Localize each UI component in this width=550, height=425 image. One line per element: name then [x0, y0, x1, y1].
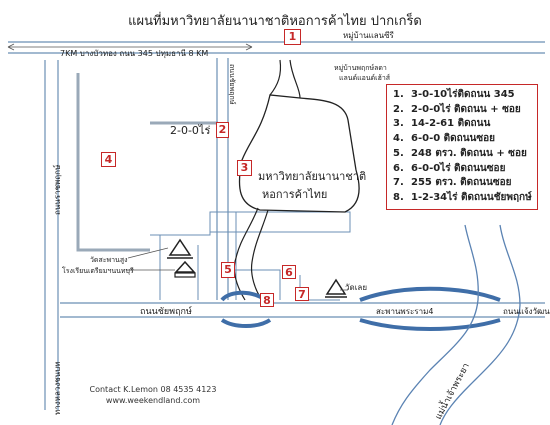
university-boundary — [238, 94, 360, 213]
contact-info: Contact K.Lemon 08 4535 4123 www.weekend… — [78, 384, 228, 406]
pointer-lines — [126, 247, 348, 291]
label-plot2-area: 2-0-0ไร่ — [170, 124, 210, 137]
label-village-right-2: แลนด์แอนด์เฮ้าส์ — [339, 74, 391, 82]
label-road-vertical-left: ถนนราชพฤกษ์ — [52, 165, 62, 215]
label-village-top: หมู่บ้านแลนซีรี — [343, 31, 395, 41]
marker-2[interactable]: 2 — [216, 122, 229, 138]
label-bridge: สะพานพระราม4 — [376, 307, 433, 316]
label-distance: 7KM บางบัวทอง ถนน 345 ปทุมธานี 8 KM — [60, 49, 208, 58]
marker-5[interactable]: 5 — [221, 262, 235, 278]
marker-6[interactable]: 6 — [282, 265, 296, 279]
legend-item: 5.248 ตรว. ติดถนน + ซอย — [393, 147, 527, 159]
marker-3[interactable]: 3 — [237, 160, 252, 176]
legend-item: 8.1-2-34ไร่ ติดถนนชัยพฤกษ์ — [393, 191, 532, 203]
label-road-side-vertical: ถนนชัยพฤกษ์ — [228, 64, 236, 105]
legend-item: 1.3-0-10ไร่ติดถนน 345 — [393, 89, 515, 100]
label-village-right-1: หมู่บ้านพฤกษ์ลดา — [334, 64, 387, 72]
legend-item: 3.14-2-61 ติดถนน — [393, 118, 491, 130]
highway-345 — [8, 41, 545, 54]
legend-item: 6.6-0-0ไร่ ติดถนนซอย — [393, 162, 506, 174]
temple-icon — [167, 238, 193, 259]
university-driveway — [233, 59, 301, 301]
label-school: โรงเรียนเตรียมฯนนทบุรี — [62, 266, 134, 275]
label-road-vertical-left-lower: ทางหลวงชนบท — [53, 362, 62, 416]
contact-phone: Contact K.Lemon 08 4535 4123 — [89, 385, 217, 394]
temple-loei-icon — [325, 278, 347, 298]
label-temple-2: วัดเลย — [345, 283, 367, 292]
map-title: แผนที่มหาวิทยาลัยนานาชาติหอการค้าไทย ปาก… — [128, 14, 422, 29]
label-river: แม่น้ำเจ้าพระยา — [431, 360, 472, 421]
marker-1[interactable]: 1 — [284, 29, 301, 45]
label-university-1: มหาวิทยาลัยนานาชาติ — [258, 170, 366, 183]
left-vertical-road — [44, 60, 59, 410]
chao-phraya-river — [391, 224, 521, 425]
label-road-bottom-left: ถนนชัยพฤกษ์ — [140, 305, 192, 317]
plot-legend: 1.3-0-10ไร่ติดถนน 345 2.2-0-0ไร่ ติดถนน … — [386, 84, 538, 210]
distance-line — [7, 43, 253, 51]
marker-8[interactable]: 8 — [260, 293, 274, 307]
marker-4[interactable]: 4 — [101, 152, 116, 167]
label-road-bottom-right: ถนนแจ้งวัฒนะ — [503, 307, 550, 316]
contact-website[interactable]: www.weekendland.com — [105, 396, 201, 405]
center-road — [216, 58, 229, 300]
label-university-2: หอการค้าไทย — [262, 188, 327, 201]
legend-item: 2.2-0-0ไร่ ติดถนน + ซอย — [393, 103, 521, 115]
access-roads — [76, 73, 218, 252]
bridge-arcs — [220, 286, 501, 331]
marker-7[interactable]: 7 — [295, 287, 309, 301]
label-temple-1: วัดสะพานสูง — [90, 256, 128, 264]
legend-item: 7.255 ตรว. ติดถนนซอย — [393, 177, 512, 189]
legend-item: 4.6-0-0 ติดถนนซอย — [393, 133, 496, 145]
chaiyapruek-road — [60, 302, 545, 318]
school-icon — [174, 260, 196, 278]
